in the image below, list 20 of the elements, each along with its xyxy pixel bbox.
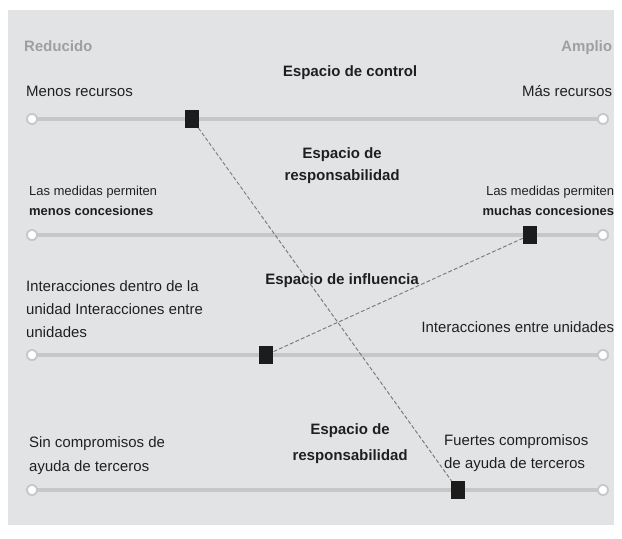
dimension-heading: Espacio de influencia [264,270,420,289]
slider-marker [523,226,537,244]
slider-min-label: Interacciones dentro de la unidad Interacciones entre unidades [26,277,204,343]
slider-max-label: Las medidas permiten muchas concesiones [482,182,614,220]
slider-marker [259,346,273,364]
connector-line [272,238,524,352]
slider-max-label: Fuertes compromisos de ayuda de terceros [444,431,590,474]
dimension-heading: Espacio de responsabilidad [283,144,401,186]
slider-max-label: Interacciones entre unidades [420,318,614,337]
connector-line [198,128,452,482]
dimension-heading: Espacio de responsabilidad [291,420,409,466]
slider-min-label: Menos recursos [26,82,134,101]
slider-marker [451,481,465,499]
scale-min-label: Reducido [24,37,94,56]
slider-max-label: Más recursos [520,82,612,101]
slider-marker [185,110,199,128]
scale-max-label: Amplio [560,37,612,56]
slider-min-label: Sin compromisos de ayuda de terceros [29,433,166,477]
dimension-heading: Espacio de control [282,62,418,81]
slider-min-label: Las medidas permiten menos concesiones [29,182,158,220]
